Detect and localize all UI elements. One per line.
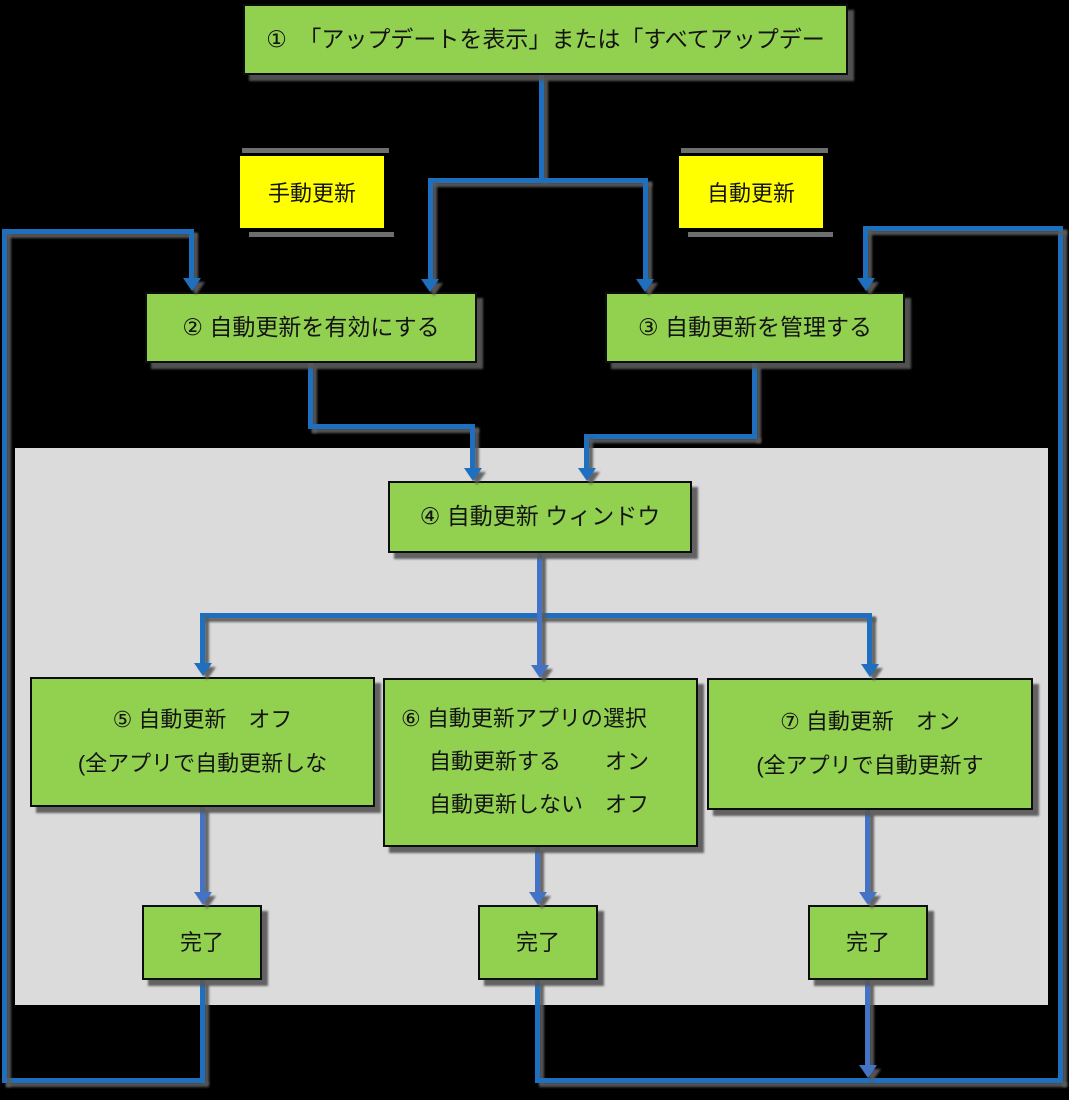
- node-done1-label: 完了: [179, 929, 224, 955]
- node-done1: 完了: [142, 905, 262, 980]
- connector-split-bar: [428, 178, 648, 183]
- connector-step4-down: [537, 553, 542, 666]
- connector-done1-down: [200, 980, 205, 1080]
- branch-label-auto-text: 自動更新: [706, 181, 795, 206]
- arrowhead-into-step2-from-loop: [183, 278, 201, 291]
- connector-step7-down: [865, 810, 870, 894]
- branch-label-auto: 自動更新: [679, 148, 833, 237]
- connector-bar-left-drop: [200, 613, 205, 665]
- node-step2-label: ② 自動更新を有効にする: [182, 313, 440, 340]
- connector-step5-down: [200, 807, 205, 894]
- arrowhead-done3-into-loop: [859, 1065, 877, 1078]
- arrowhead-into-step6: [531, 665, 549, 678]
- arrowhead-into-step5: [194, 663, 212, 676]
- node-step5: ⑤ 自動更新 オフ (全アプリで自動更新しな: [30, 677, 375, 807]
- connector-step3-down: [752, 363, 757, 439]
- arrowhead-into-step3-from-loop: [857, 278, 875, 291]
- node-step6: ⑥ 自動更新アプリの選択 自動更新する オン 自動更新しない オフ: [383, 678, 698, 847]
- connector-step2-drop: [470, 424, 475, 469]
- connector-step6-down: [535, 847, 540, 894]
- connector-bar-right-drop: [867, 613, 872, 666]
- connector-right-loop-drop: [863, 226, 868, 279]
- connector-done2-down: [535, 980, 540, 1080]
- arrowhead-into-step7: [861, 664, 879, 677]
- branch-label-manual-text: 手動更新: [267, 181, 356, 206]
- connector-distribution-bar: [200, 613, 872, 618]
- arrowhead-into-step3-from-split: [636, 279, 654, 292]
- arrowhead-into-done3: [859, 892, 877, 905]
- connector-right-loop-bottom: [535, 1078, 1063, 1083]
- connector-left-loop-bottom: [2, 1078, 205, 1083]
- node-step1: ① 「アップデートを表示」または「すべてアップデー: [243, 4, 848, 75]
- connector-step3-across: [584, 434, 757, 439]
- node-done3-label: 完了: [845, 929, 890, 955]
- connector-right-loop-top: [863, 226, 1063, 231]
- node-step7-line2: (全アプリで自動更新す: [756, 753, 984, 778]
- node-step1-label: ① 「アップデートを表示」または「すべてアップデー: [266, 25, 825, 52]
- branch-label-manual: 手動更新: [240, 148, 394, 237]
- connector-right-loop-up: [1058, 226, 1063, 1083]
- node-step6-line3: 自動更新しない オフ: [429, 791, 650, 817]
- connector-left-loop-drop: [189, 229, 194, 279]
- connector-step2-across: [308, 424, 475, 429]
- node-step7-line1: ⑦ 自動更新 オン: [780, 709, 960, 734]
- node-step3-label: ③ 自動更新を管理する: [637, 313, 872, 340]
- arrowhead-into-done1: [194, 892, 212, 905]
- node-step7: ⑦ 自動更新 オン (全アプリで自動更新す: [707, 678, 1033, 810]
- node-step5-line2: (全アプリで自動更新しな: [77, 751, 328, 776]
- connector-left-loop-top: [2, 229, 193, 234]
- node-step6-line1: ⑥ 自動更新アプリの選択: [401, 706, 647, 732]
- node-step2: ② 自動更新を有効にする: [145, 292, 477, 363]
- arrowhead-into-step2-from-split: [421, 279, 439, 292]
- node-done3: 完了: [808, 905, 928, 980]
- node-done2-label: 完了: [515, 929, 560, 955]
- node-step5-line1: ⑤ 自動更新 オフ: [112, 707, 293, 732]
- node-step3: ③ 自動更新を管理する: [605, 292, 905, 363]
- arrowhead-into-step4-right: [578, 468, 596, 481]
- connector-done3-down: [865, 980, 870, 1066]
- connector-split-left-drop: [428, 178, 433, 280]
- connector-left-loop-up: [2, 229, 7, 1083]
- connector-step3-drop: [584, 434, 589, 469]
- arrowhead-into-step4-left: [464, 468, 482, 481]
- connector-step1-down: [539, 75, 544, 180]
- node-done2: 完了: [478, 905, 598, 980]
- node-step4-label: ④ 自動更新 ウィンドウ: [419, 503, 661, 530]
- node-step4: ④ 自動更新 ウィンドウ: [388, 481, 692, 553]
- node-step6-line2: 自動更新する オン: [429, 749, 650, 775]
- connector-split-right-drop: [643, 178, 648, 280]
- connector-step2-down: [308, 363, 313, 429]
- arrowhead-into-done2: [529, 892, 547, 905]
